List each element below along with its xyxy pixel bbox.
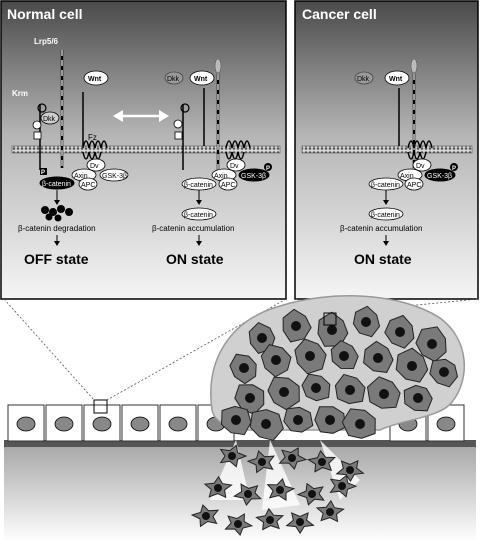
cancer-bcat2-label: β-catenin — [371, 212, 400, 219]
cancer-on-state-label: ON state — [354, 251, 412, 267]
cancer-accumulation-label: β-catenin accumulation — [340, 224, 422, 233]
tumor-cell — [220, 405, 252, 436]
normal-epithelial-cell — [45, 404, 83, 442]
invading-cell — [246, 450, 275, 474]
dkk-right-label: Dkk — [167, 76, 180, 83]
invading-cell — [232, 483, 262, 507]
state-switch-arrow — [113, 110, 169, 122]
invading-cell — [335, 459, 365, 483]
tumor-cell — [330, 339, 359, 370]
invading-cell — [224, 513, 254, 537]
cancer-panel-title: Cancer cell — [302, 6, 377, 22]
cancer-cell-panel: Cancer cell Dkk Wnt Dv Axin GSK-3β P APC… — [294, 0, 479, 300]
tumor-cell — [317, 311, 349, 347]
cancer-p-label: P — [452, 166, 456, 172]
p-left-label: P — [41, 170, 45, 176]
invading-cell — [203, 475, 233, 499]
cancer-apc-label: APC — [407, 182, 421, 189]
gsk-right-label: GSK-3β — [241, 173, 266, 180]
tissue-illustration — [3, 295, 479, 542]
tumor-cell — [334, 373, 366, 405]
tumor-cell — [403, 384, 433, 412]
degraded-fragments — [41, 205, 73, 222]
cancer-bcat1-label: β-catenin — [371, 182, 400, 189]
tumor-cell — [395, 347, 429, 383]
tumor-cell — [283, 406, 314, 433]
normal-epithelial-cell — [7, 404, 45, 442]
degradation-label: β-catenin degradation — [18, 224, 96, 233]
cancer-wnt-label: Wnt — [389, 76, 403, 83]
invading-cell — [285, 512, 315, 535]
cancer-dkk-label: Dkk — [357, 76, 370, 83]
cancer-gsk-label: GSK-3β — [427, 173, 452, 180]
wnt-right-label: Wnt — [194, 76, 208, 83]
normal-cell-panel: Normal cell Lrp5/6 Krm Dkk Wnt Fz Dv Axi… — [0, 0, 287, 300]
dv-left-label: Dv — [90, 163, 99, 170]
normal-epithelial-cell — [121, 404, 159, 442]
tumor-cell — [249, 409, 284, 441]
tumor-cell — [366, 376, 401, 409]
tumor-cell — [384, 314, 415, 349]
tumor-cell — [229, 353, 257, 385]
invading-cell — [306, 449, 337, 473]
dkk-left-blob — [40, 111, 60, 125]
apc-left-label: APC — [81, 182, 95, 189]
dv-right-label: Dv — [230, 163, 239, 170]
bcat-right1-label: β-catenin — [184, 182, 213, 189]
tumor-cell — [301, 373, 331, 402]
cancer-axin-label: Axin — [400, 173, 414, 180]
dkk-left-label: Dkk — [43, 116, 56, 123]
accumulation-label: β-catenin accumulation — [152, 224, 234, 233]
bcat-left-label: β-catenin — [42, 181, 71, 188]
normal-epithelial-cell — [159, 404, 197, 442]
cancer-dv-label: Dv — [416, 163, 425, 170]
p-right-label: P — [266, 166, 270, 172]
invading-cell — [255, 507, 285, 531]
zoom-box-cancer — [323, 312, 337, 326]
invading-cell — [219, 444, 248, 468]
krm-label: Krm — [12, 89, 28, 98]
basement-membrane — [4, 440, 476, 447]
normal-epithelial-cell — [83, 404, 121, 442]
fz-label: Fz — [88, 133, 97, 142]
normal-panel-title: Normal cell — [7, 6, 82, 22]
invading-cell — [315, 499, 345, 523]
off-state-label: OFF state — [24, 251, 89, 267]
on-state-label: ON state — [166, 251, 224, 267]
invading-cell — [190, 504, 220, 528]
tumor-cell — [314, 406, 346, 434]
tumor-cell — [363, 340, 394, 373]
axin-right-label: Axin — [214, 173, 228, 180]
tumor-cell — [260, 344, 292, 378]
tumor-cell — [429, 358, 459, 388]
wnt-left-label: Wnt — [88, 76, 102, 83]
apc-right-label: APC — [221, 182, 235, 189]
normal-membrane — [11, 145, 281, 154]
tumor-cell — [267, 376, 300, 411]
zoom-box-normal — [93, 399, 108, 414]
tumor-cell — [294, 338, 327, 375]
tumor-cell — [282, 308, 312, 343]
tumor-cell — [352, 305, 381, 338]
tumor-cell — [415, 326, 447, 363]
invading-cells — [190, 444, 365, 537]
invading-cell — [296, 482, 325, 506]
invading-cell — [278, 447, 308, 470]
lrp-label: Lrp5/6 — [34, 37, 59, 46]
invading-cell — [266, 478, 296, 501]
gsk-left-label: GSK-3β — [102, 173, 127, 180]
axin-left-label: Axin — [74, 173, 88, 180]
tumor-cells — [220, 305, 459, 441]
bcat-right2-label: β-catenin — [184, 212, 213, 219]
invading-cell — [329, 474, 358, 498]
tumor-cell — [341, 408, 376, 439]
wnt-left-blob — [83, 70, 109, 86]
